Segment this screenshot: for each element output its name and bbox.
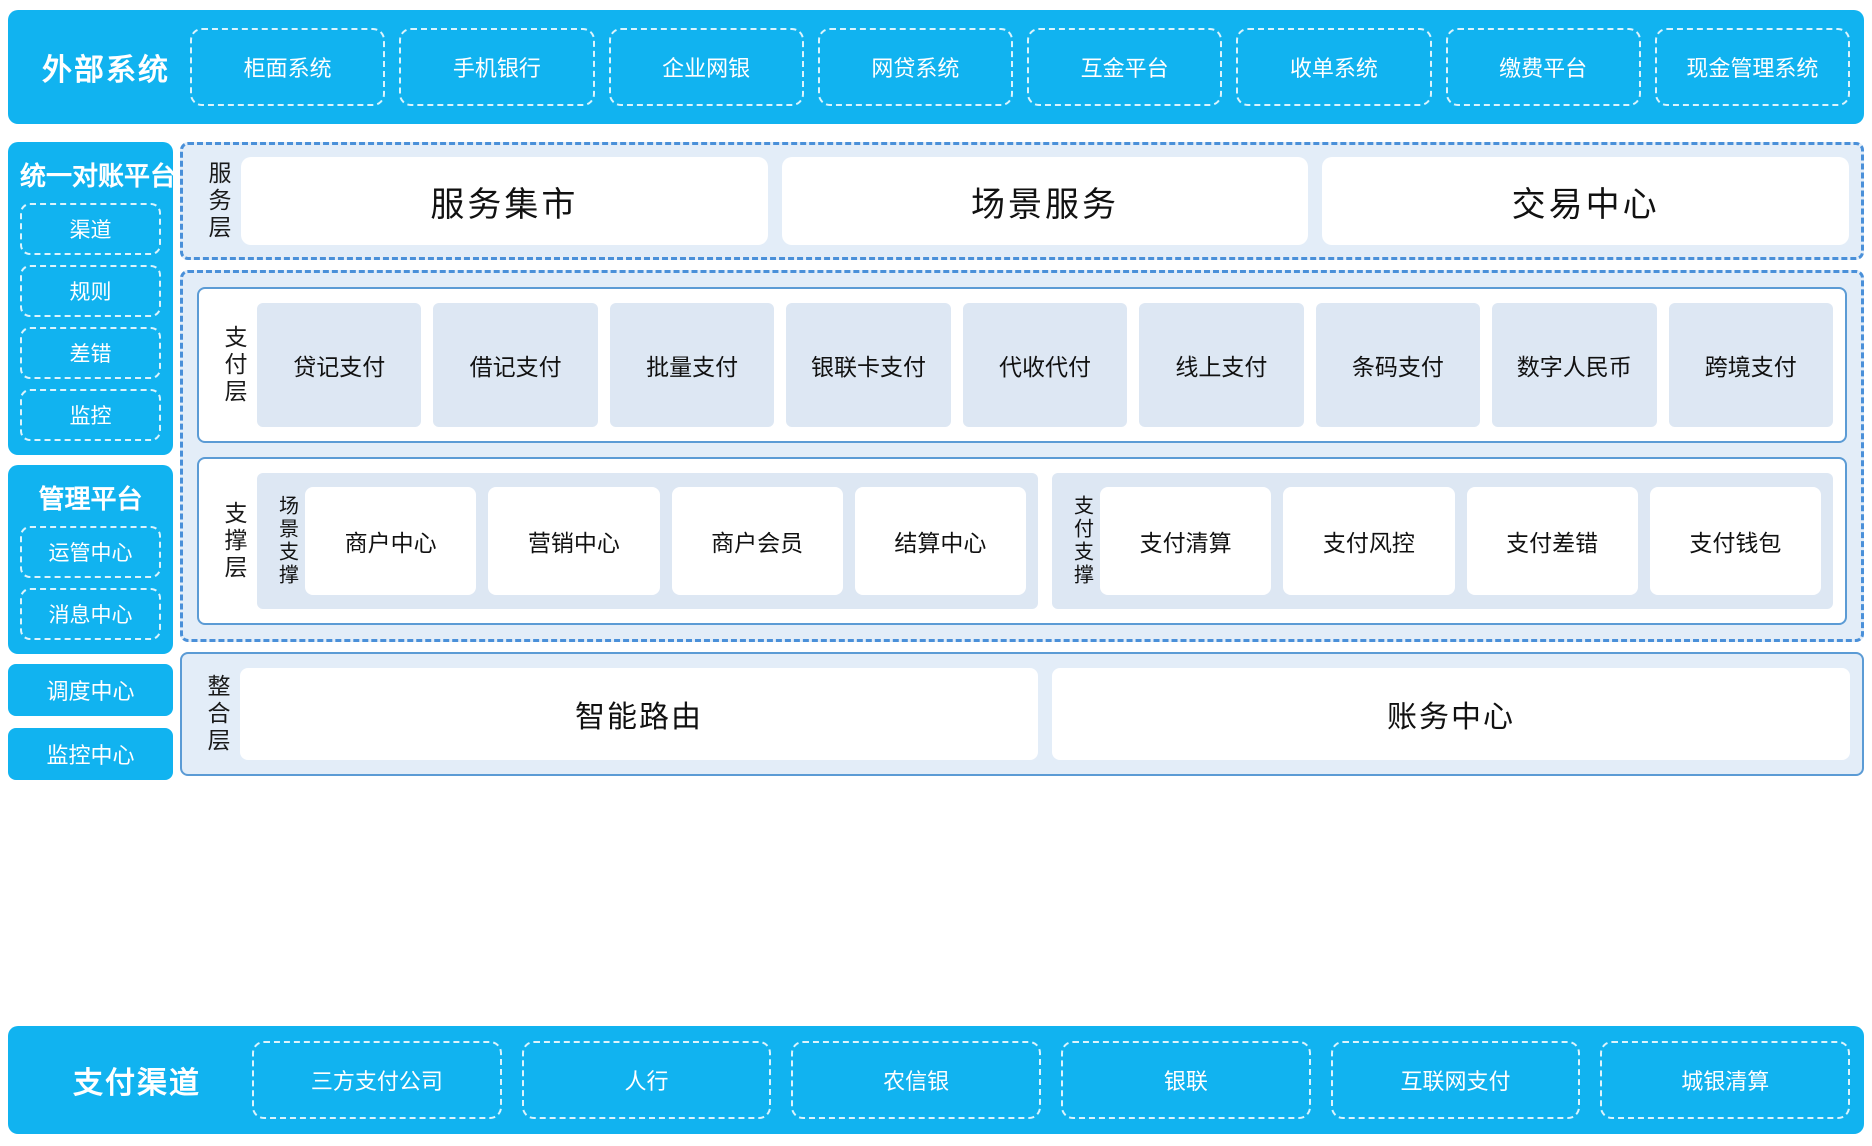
support-layer-group-list: 场景支撑 商户中心 营销中心 商户会员 结算中心 支付支撑 支付清算: [257, 473, 1833, 609]
payment-channels-title: 支付渠道: [73, 1067, 201, 1100]
service-layer-label: 服务层: [205, 160, 231, 242]
external-system-chip-3[interactable]: 企业网银: [608, 28, 804, 106]
integration-card-accounting-center[interactable]: 账务中心: [1052, 668, 1850, 760]
service-layer-card-list: 服务集市 场景服务 交易中心: [241, 157, 1850, 245]
reconciliation-item-channel[interactable]: 渠道: [20, 203, 161, 255]
support-subgroup-payment: 支付支撑 支付清算 支付风控 支付差错 支付钱包: [1052, 473, 1833, 609]
external-system-chip-7[interactable]: 缴费平台: [1445, 28, 1641, 106]
monitoring-center-block[interactable]: 监控中心: [8, 728, 173, 780]
payment-tile-digital-rmb[interactable]: 数字人民币: [1492, 303, 1657, 427]
support-card-marketing-center[interactable]: 营销中心: [488, 487, 660, 595]
external-system-chip-5[interactable]: 互金平台: [1027, 28, 1223, 106]
reconciliation-platform-panel: 统一对账平台 渠道 规则 差错 监控: [8, 142, 177, 455]
support-subgroup-scenario-label: 场景支撑: [275, 495, 298, 587]
management-item-message-center[interactable]: 消息中心: [20, 588, 161, 640]
service-card-transaction[interactable]: 交易中心: [1322, 157, 1850, 245]
payment-tile-cross-border[interactable]: 跨境支付: [1668, 303, 1833, 427]
payment-tile-collection-payment[interactable]: 代收代付: [962, 303, 1128, 427]
payment-tile-online[interactable]: 线上支付: [1139, 303, 1304, 427]
management-item-operations-center[interactable]: 运管中心: [20, 526, 161, 578]
support-layer-row: 支撑层 场景支撑 商户中心 营销中心 商户会员 结算中心: [211, 473, 1833, 609]
payment-channel-chip-6[interactable]: 城银清算: [1600, 1041, 1851, 1119]
reconciliation-item-error[interactable]: 差错: [20, 327, 161, 379]
support-scenario-card-list: 商户中心 营销中心 商户会员 结算中心: [305, 487, 1026, 595]
external-systems-title: 外部系统: [42, 54, 170, 87]
external-system-chip-1[interactable]: 柜面系统: [190, 28, 386, 106]
payment-tile-debit[interactable]: 借记支付: [433, 303, 598, 427]
integration-layer-card-list: 智能路由 账务中心: [240, 668, 1850, 760]
integration-layer-row: 整合层 智能路由 账务中心: [194, 668, 1850, 760]
support-subgroup-scenario: 场景支撑 商户中心 营销中心 商户会员 结算中心: [257, 473, 1038, 609]
external-systems-chip-list: 柜面系统 手机银行 企业网银 网贷系统 互金平台 收单系统 缴费平台 现金管理系…: [190, 28, 1850, 106]
support-card-payment-risk[interactable]: 支付风控: [1283, 487, 1455, 595]
external-system-chip-2[interactable]: 手机银行: [399, 28, 595, 106]
external-system-chip-6[interactable]: 收单系统: [1236, 28, 1432, 106]
payment-channels-bar: 支付渠道 三方支付公司 人行 农信银 银联 互联网支付 城银清算: [8, 1026, 1864, 1134]
support-card-payment-clearing[interactable]: 支付清算: [1100, 487, 1272, 595]
payment-channel-chip-3[interactable]: 农信银: [791, 1041, 1042, 1119]
external-system-chip-4[interactable]: 网贷系统: [817, 28, 1013, 106]
reconciliation-item-rule[interactable]: 规则: [20, 265, 161, 317]
left-sidebar: 统一对账平台 渠道 规则 差错 监控 管理平台 运管中心 消息中心 调度中心 监…: [8, 142, 177, 792]
payment-tile-credit[interactable]: 贷记支付: [257, 303, 422, 427]
payment-layer-tile-list: 贷记支付 借记支付 批量支付 银联卡支付 代收代付 线上支付 条码支付 数字人民…: [257, 303, 1833, 427]
integration-layer-label: 整合层: [204, 673, 230, 755]
integration-card-smart-routing[interactable]: 智能路由: [240, 668, 1038, 760]
support-layer-label: 支撑层: [221, 500, 247, 582]
payment-channels-chip-list: 三方支付公司 人行 农信银 银联 互联网支付 城银清算: [252, 1041, 1851, 1119]
support-card-merchant-center[interactable]: 商户中心: [305, 487, 477, 595]
payment-layer-label: 支付层: [221, 324, 247, 406]
support-card-settlement-center[interactable]: 结算中心: [854, 487, 1026, 595]
support-card-payment-exception[interactable]: 支付差错: [1466, 487, 1638, 595]
payment-channel-chip-2[interactable]: 人行: [521, 1041, 772, 1119]
integration-layer-panel: 整合层 智能路由 账务中心: [180, 652, 1864, 776]
support-subgroup-payment-label: 支付支撑: [1070, 495, 1093, 587]
payment-channel-chip-1[interactable]: 三方支付公司: [252, 1041, 502, 1119]
support-payment-card-list: 支付清算 支付风控 支付差错 支付钱包: [1100, 487, 1821, 595]
management-platform-panel: 管理平台 运管中心 消息中心: [8, 465, 173, 654]
management-platform-title: 管理平台: [38, 484, 143, 514]
reconciliation-platform-title: 统一对账平台: [20, 161, 177, 191]
support-card-merchant-membership[interactable]: 商户会员: [671, 487, 843, 595]
main-layers: 服务层 服务集市 场景服务 交易中心 支付层 贷记支付 借记支付 批量支付: [180, 142, 1864, 776]
core-layers-group: 支付层 贷记支付 借记支付 批量支付 银联卡支付 代收代付 线上支付 条码支付 …: [180, 270, 1864, 642]
external-system-chip-8[interactable]: 现金管理系统: [1654, 28, 1850, 106]
payment-tile-unionpay-card[interactable]: 银联卡支付: [786, 303, 951, 427]
payment-channel-chip-4[interactable]: 银联: [1061, 1041, 1311, 1119]
service-layer-group: 服务层 服务集市 场景服务 交易中心: [180, 142, 1864, 260]
service-card-scenario[interactable]: 场景服务: [781, 157, 1309, 245]
support-card-payment-wallet[interactable]: 支付钱包: [1649, 487, 1821, 595]
payment-tile-batch[interactable]: 批量支付: [609, 303, 775, 427]
support-layer-panel: 支撑层 场景支撑 商户中心 营销中心 商户会员 结算中心: [197, 457, 1847, 625]
payment-layer-row: 支付层 贷记支付 借记支付 批量支付 银联卡支付 代收代付 线上支付 条码支付 …: [211, 303, 1833, 427]
service-card-marketplace[interactable]: 服务集市: [241, 157, 768, 245]
payment-tile-barcode[interactable]: 条码支付: [1315, 303, 1481, 427]
reconciliation-item-monitor[interactable]: 监控: [20, 389, 161, 441]
scheduling-center-block[interactable]: 调度中心: [8, 664, 173, 716]
payment-channel-chip-5[interactable]: 互联网支付: [1330, 1041, 1581, 1119]
external-systems-bar: 外部系统 柜面系统 手机银行 企业网银 网贷系统 互金平台 收单系统 缴费平台 …: [8, 10, 1864, 124]
service-layer-row: 服务层 服务集市 场景服务 交易中心: [195, 157, 1850, 245]
payment-layer-panel: 支付层 贷记支付 借记支付 批量支付 银联卡支付 代收代付 线上支付 条码支付 …: [197, 287, 1847, 443]
